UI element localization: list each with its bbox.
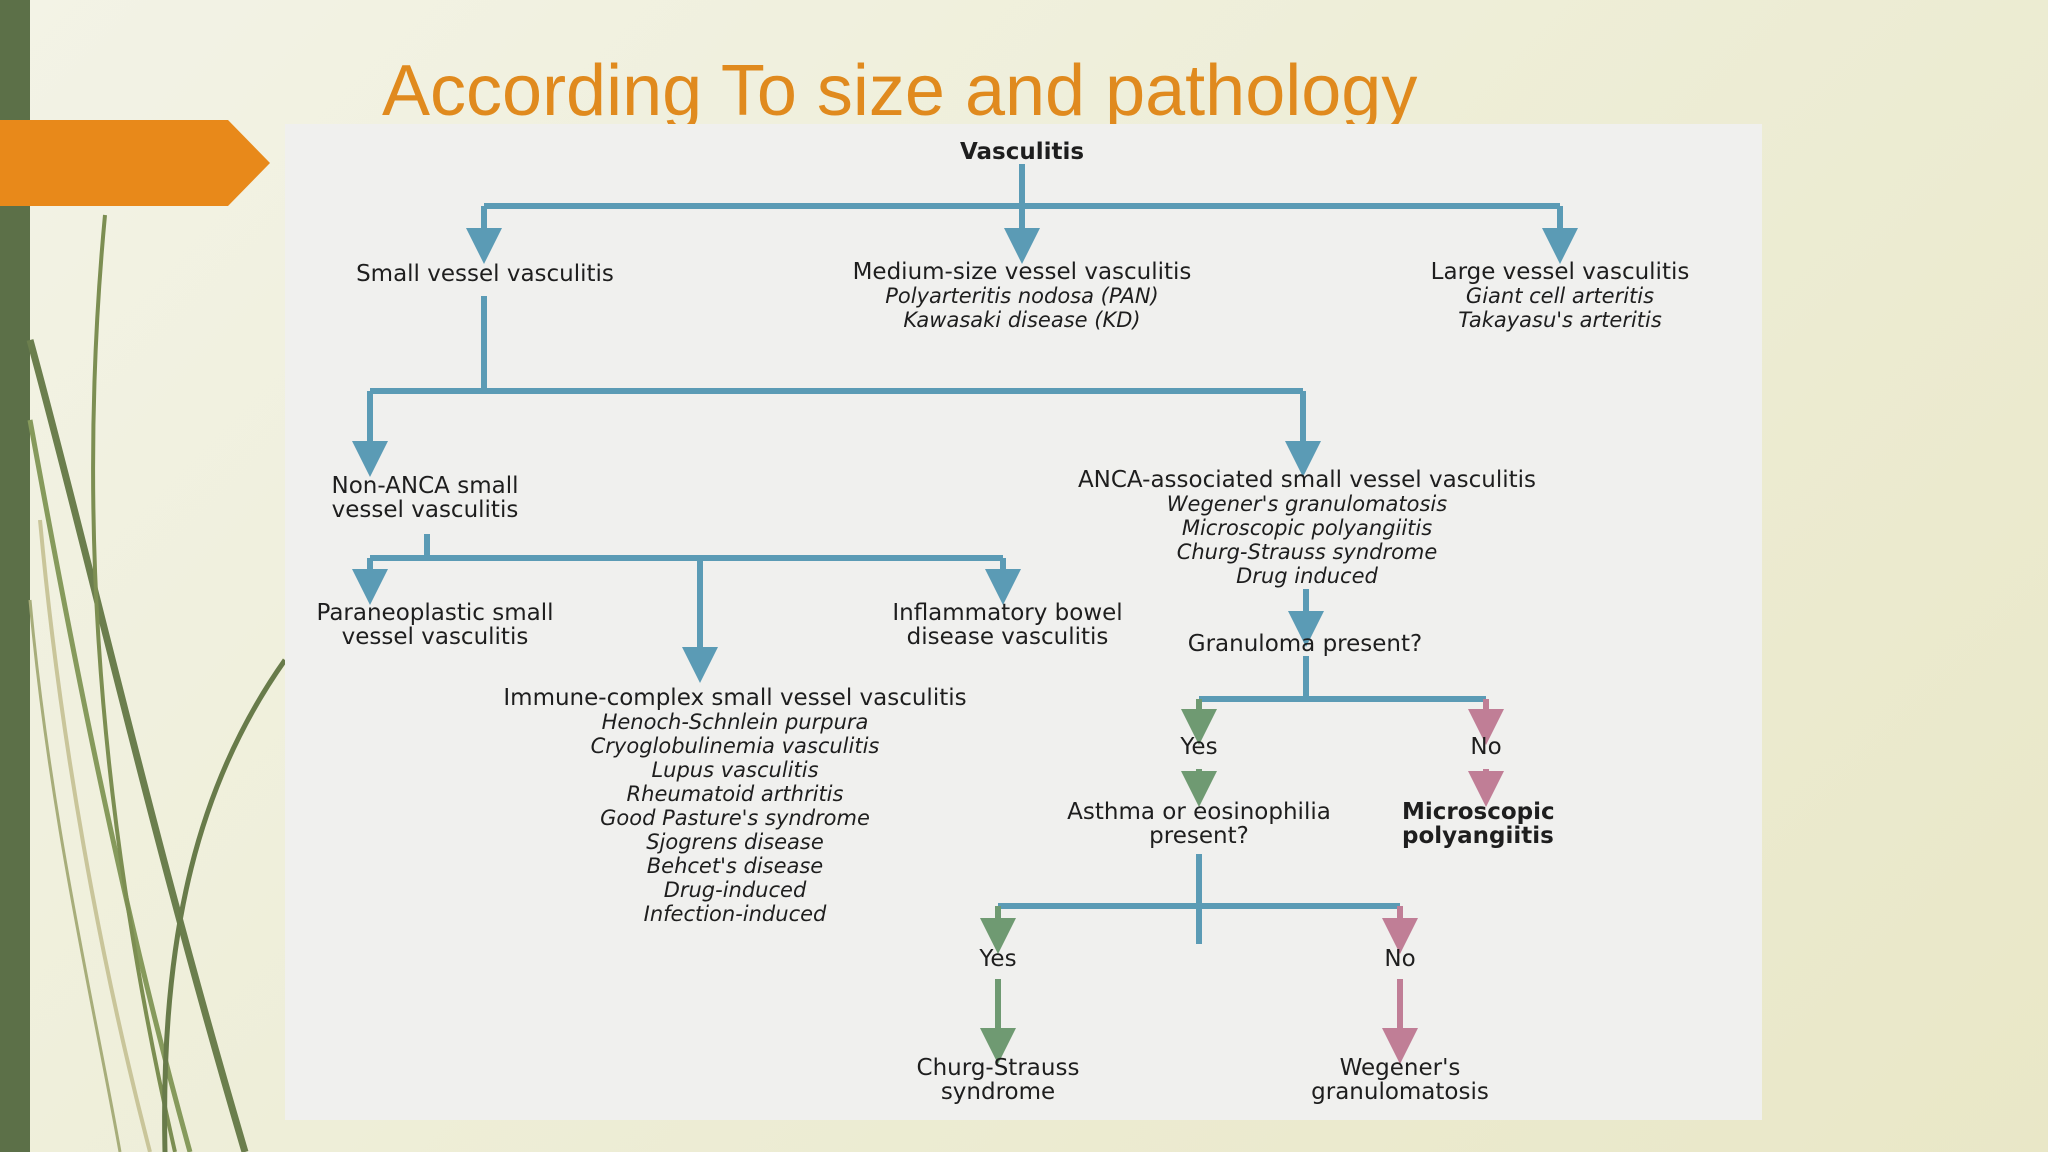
- immune-complex-item: Infection-induced: [643, 902, 827, 926]
- node-microscopic-polyangiitis: Microscopic polyangiitis: [1402, 800, 1622, 848]
- wegeners-line: granulomatosis: [1311, 1079, 1489, 1105]
- node-wegeners: Wegener's granulomatosis: [1260, 1056, 1540, 1104]
- large-vessel-list: Giant cell arteritis Takayasu's arteriti…: [1365, 284, 1755, 332]
- non-anca-line: vessel vasculitis: [331, 497, 519, 523]
- ibd-line: disease vasculitis: [906, 624, 1109, 650]
- non-anca-line: Non-ANCA small: [331, 473, 519, 499]
- immune-complex-item: Good Pasture's syndrome: [600, 806, 870, 830]
- immune-complex-item: Rheumatoid arthritis: [626, 782, 844, 806]
- anca-item: Churg-Strauss syndrome: [1176, 540, 1438, 564]
- node-vasculitis: Vasculitis: [959, 139, 1085, 165]
- immune-complex-item: Lupus vasculitis: [651, 758, 819, 782]
- node-immune-complex: Immune-complex small vessel vasculitis H…: [445, 686, 1025, 926]
- immune-complex-item: Drug-induced: [663, 878, 807, 902]
- node-yes-asthma: Yes: [979, 946, 1017, 972]
- decorative-grass: [26, 214, 288, 1152]
- churg-strauss-line: Churg-Strauss: [916, 1055, 1080, 1081]
- immune-complex-item: Sjogrens disease: [646, 830, 824, 854]
- vasculitis-diagram-panel: Vasculitis Small vessel vasculitis Mediu…: [285, 124, 1762, 1120]
- mpa-line: Microscopic: [1402, 799, 1555, 825]
- paraneoplastic-line: vessel vasculitis: [341, 624, 529, 650]
- medium-vessel-list: Polyarteritis nodosa (PAN) Kawasaki dise…: [762, 284, 1282, 332]
- ibd-line: Inflammatory bowel: [892, 600, 1123, 626]
- node-large-vessel: Large vessel vasculitis Giant cell arter…: [1365, 260, 1755, 332]
- immune-complex-item: Henoch-Schnlein purpura: [601, 710, 869, 734]
- immune-complex-list: Henoch-Schnlein purpura Cryoglobulinemia…: [445, 710, 1025, 926]
- node-no-granuloma: No: [1470, 734, 1502, 760]
- large-vessel-label: Large vessel vasculitis: [1430, 259, 1690, 285]
- node-ibd: Inflammatory bowel disease vasculitis: [845, 601, 1170, 649]
- immune-complex-label: Immune-complex small vessel vasculitis: [503, 685, 967, 711]
- immune-complex-item: Behcet's disease: [646, 854, 824, 878]
- node-small-vessel: Small vessel vasculitis: [356, 261, 614, 287]
- wegeners-line: Wegener's: [1339, 1055, 1461, 1081]
- large-vessel-item: Giant cell arteritis: [1465, 284, 1655, 308]
- medium-vessel-label: Medium-size vessel vasculitis: [852, 259, 1192, 285]
- asthma-line: Asthma or eosinophilia: [1067, 799, 1331, 825]
- node-churg-strauss: Churg-Strauss syndrome: [863, 1056, 1133, 1104]
- anca-list: Wegener's granulomatosis Microscopic pol…: [1027, 492, 1587, 588]
- node-yes-granuloma: Yes: [1180, 734, 1218, 760]
- node-no-asthma: No: [1384, 946, 1416, 972]
- paraneoplastic-line: Paraneoplastic small: [316, 600, 554, 626]
- orange-arrow-tab: [0, 120, 270, 206]
- anca-item: Wegener's granulomatosis: [1166, 492, 1448, 516]
- node-anca-associated: ANCA-associated small vessel vasculitis …: [1027, 468, 1587, 588]
- anca-item: Microscopic polyangiitis: [1181, 516, 1433, 540]
- mpa-line: polyangiitis: [1402, 823, 1554, 849]
- medium-vessel-item: Kawasaki disease (KD): [903, 308, 1141, 332]
- medium-vessel-item: Polyarteritis nodosa (PAN): [885, 284, 1159, 308]
- immune-complex-item: Cryoglobulinemia vasculitis: [590, 734, 880, 758]
- node-paraneoplastic: Paraneoplastic small vessel vasculitis: [285, 601, 615, 649]
- churg-strauss-line: syndrome: [940, 1079, 1056, 1105]
- slide-title: According To size and pathology: [382, 51, 1418, 131]
- node-medium-vessel: Medium-size vessel vasculitis Polyarteri…: [762, 260, 1282, 332]
- node-asthma-question: Asthma or eosinophilia present?: [1034, 800, 1364, 848]
- node-non-anca: Non-ANCA small vessel vasculitis: [285, 474, 595, 522]
- anca-item: Drug induced: [1236, 564, 1378, 588]
- large-vessel-item: Takayasu's arteritis: [1458, 308, 1662, 332]
- connector-lines: [352, 164, 1578, 1064]
- node-granuloma-question: Granuloma present?: [1187, 631, 1423, 657]
- anca-label: ANCA-associated small vessel vasculitis: [1077, 467, 1537, 493]
- asthma-line: present?: [1149, 823, 1249, 849]
